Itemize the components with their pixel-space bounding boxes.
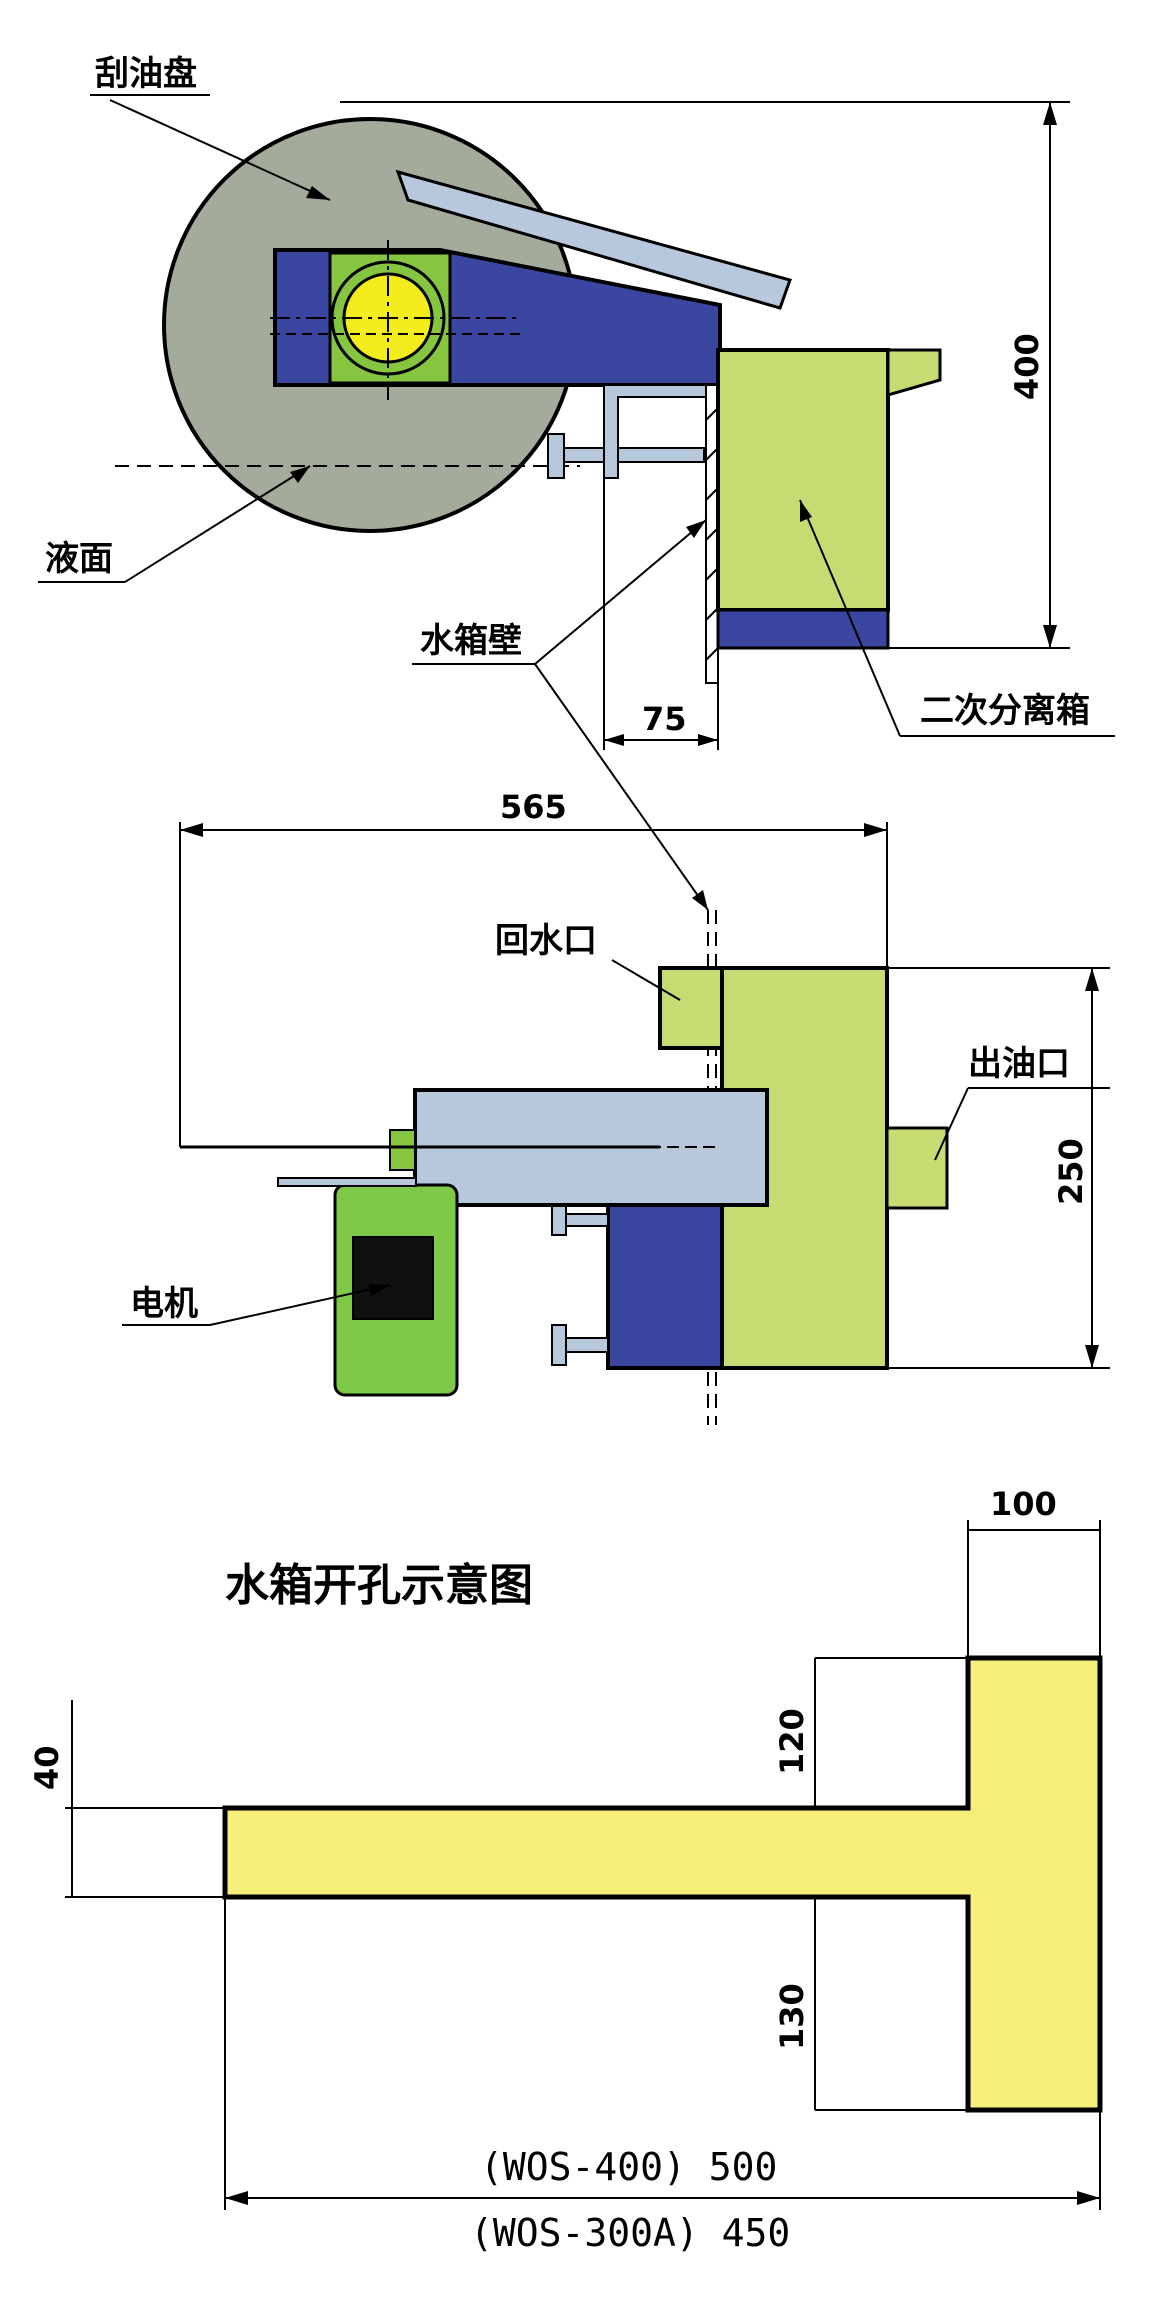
opening-schematic: 水箱开孔示意图 100 40 120 130 (WOS-400) 500 (WO… (28, 1485, 1103, 2255)
dim-wos-400: (WOS-400) 500 (480, 2145, 777, 2189)
label-return-port: 回水口 (495, 921, 597, 961)
return-port-box (658, 966, 724, 1050)
opening-shape (222, 1655, 1103, 2113)
separator-body (716, 348, 890, 612)
dim-565: 565 (500, 788, 567, 826)
bracket-side (606, 1203, 724, 1370)
label-tank-wall: 水箱壁 (420, 621, 522, 661)
hook-bracket (603, 384, 709, 479)
side-view: 回水口 出油口 电机 565 250 (122, 788, 1110, 1425)
dim-120: 120 (773, 1708, 811, 1775)
label-skimmer-disc: 刮油盘 (95, 54, 197, 94)
top-view: 刮油盘 液面 水箱壁 二次分离箱 400 75 (38, 54, 1115, 911)
separator-base (716, 608, 890, 650)
dim-400: 400 (1008, 333, 1046, 400)
label-secondary-separator: 二次分离箱 (920, 691, 1090, 731)
mount-bolt-head (547, 433, 565, 479)
dim-100: 100 (990, 1485, 1057, 1523)
oil-outlet-pipe (885, 1126, 949, 1210)
opening-title: 水箱开孔示意图 (225, 1560, 533, 1611)
label-oil-outlet: 出油口 (968, 1044, 1070, 1084)
dim-wos-300a: (WOS-300A) 450 (470, 2211, 790, 2255)
dim-75: 75 (642, 700, 687, 738)
mount-bolt-shaft (563, 447, 705, 463)
scraper-blade (395, 169, 792, 310)
motor-window (352, 1236, 434, 1320)
dim-250: 250 (1052, 1138, 1090, 1205)
separator-lip (886, 348, 942, 397)
dim-130: 130 (773, 1983, 811, 2050)
dim-40: 40 (28, 1745, 66, 1790)
label-motor: 电机 (130, 1284, 198, 1324)
label-liquid-level: 液面 (45, 539, 113, 579)
